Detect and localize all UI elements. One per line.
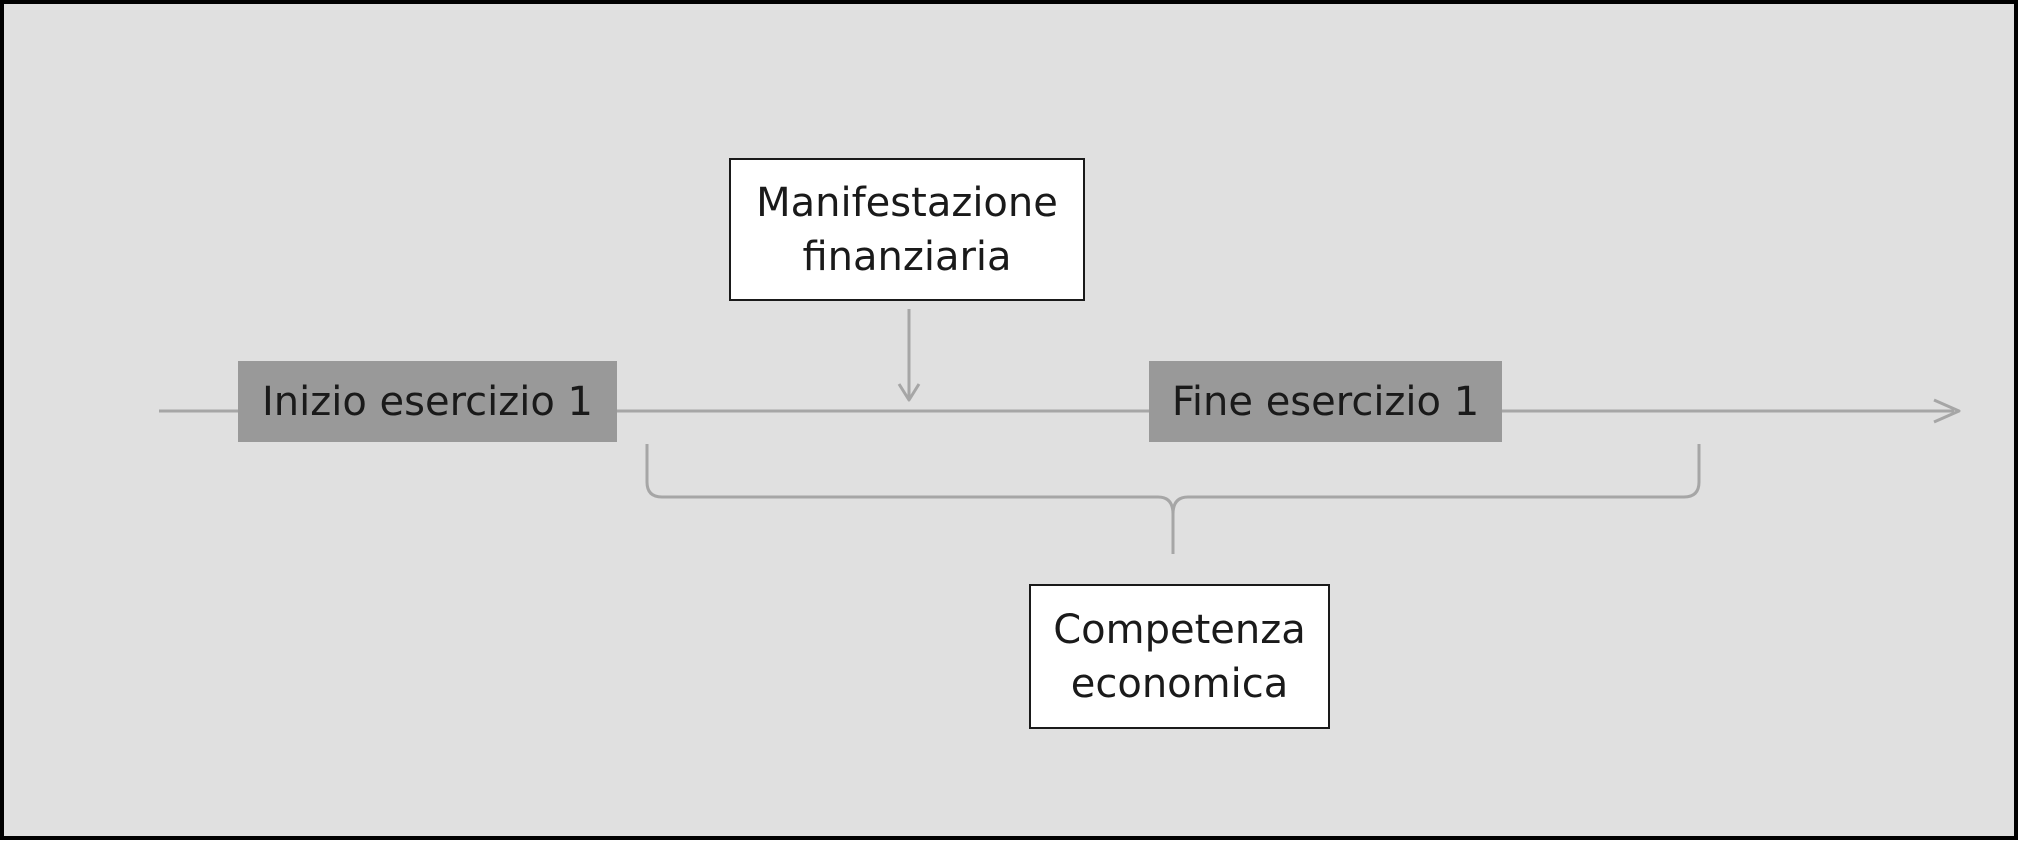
- manifestazione-finanziaria-box: Manifestazione finanziaria: [729, 158, 1085, 301]
- fine-esercizio-marker: Fine esercizio 1: [1149, 361, 1502, 442]
- inizio-esercizio-label: Inizio esercizio 1: [261, 378, 594, 425]
- timeline-arrowhead: [1933, 398, 1961, 424]
- manifestazione-label-line-1: Manifestazione: [756, 179, 1058, 226]
- manifestazione-label-line-2: finanziaria: [802, 233, 1012, 280]
- competenza-economica-box: Competenza economica: [1029, 584, 1330, 729]
- competenza-curly-brace: [645, 444, 1701, 554]
- inizio-esercizio-marker: Inizio esercizio 1: [238, 361, 617, 442]
- fine-esercizio-label: Fine esercizio 1: [1171, 378, 1480, 425]
- manifestazione-arrowhead: [897, 383, 921, 402]
- competenza-label-line-2: economica: [1070, 660, 1289, 707]
- competenza-label-line-1: Competenza: [1053, 606, 1306, 653]
